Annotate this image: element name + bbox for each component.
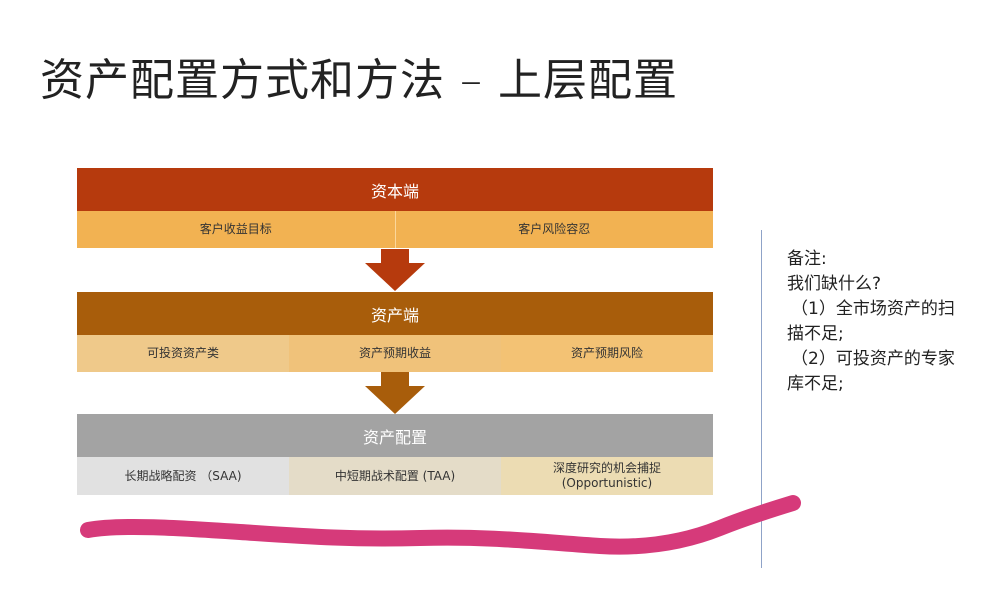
cell-investable-asset-classes: 可投资资产类 — [77, 335, 289, 372]
notes-line: （1）全市场资产的扫 — [791, 299, 955, 319]
notes-line: 备注: — [787, 249, 827, 269]
notes-line: 库不足; — [787, 374, 844, 394]
cell-opportunistic: 深度研究的机会捕捉 (Opportunistic) — [501, 457, 713, 495]
tier-header-allocation: 资产配置 — [77, 414, 713, 457]
cell-client-return-target: 客户收益目标 — [77, 211, 395, 248]
slide-title: 资产配置方式和方法 – 上层配置 — [40, 55, 678, 106]
tier-row-asset: 可投资资产类 资产预期收益 资产预期风险 — [77, 335, 713, 372]
tier-header-asset: 资产端 — [77, 292, 713, 335]
notes-line: 我们缺什么? — [787, 274, 882, 294]
cell-client-risk-tolerance: 客户风险容忍 — [394, 211, 713, 248]
cell-strategic-allocation: 长期战略配资 （SAA) — [77, 457, 289, 495]
notes-line: （2）可投资产的专家 — [791, 349, 955, 369]
tier-capital: 资本端 客户收益目标 客户风险容忍 — [77, 168, 713, 248]
cell-asset-expected-return: 资产预期收益 — [289, 335, 501, 372]
notes-panel: 备注: 我们缺什么? （1）全市场资产的扫 描不足; （2）可投资产的专家 库不… — [787, 247, 982, 397]
notes-divider — [761, 230, 762, 568]
cell-tactical-allocation: 中短期战术配置 (TAA) — [289, 457, 501, 495]
down-arrow-icon — [365, 249, 425, 291]
notes-line: 描不足; — [787, 324, 844, 344]
cell-asset-expected-risk: 资产预期风险 — [501, 335, 713, 372]
tier-asset: 资产端 可投资资产类 资产预期收益 资产预期风险 — [77, 292, 713, 372]
down-arrow-icon — [365, 372, 425, 414]
tier-allocation: 资产配置 长期战略配资 （SAA) 中短期战术配置 (TAA) 深度研究的机会捕… — [77, 414, 713, 495]
tier-row-capital: 客户收益目标 客户风险容忍 — [77, 211, 713, 248]
tier-header-capital: 资本端 — [77, 168, 713, 211]
tier-row-allocation: 长期战略配资 （SAA) 中短期战术配置 (TAA) 深度研究的机会捕捉 (Op… — [77, 457, 713, 495]
